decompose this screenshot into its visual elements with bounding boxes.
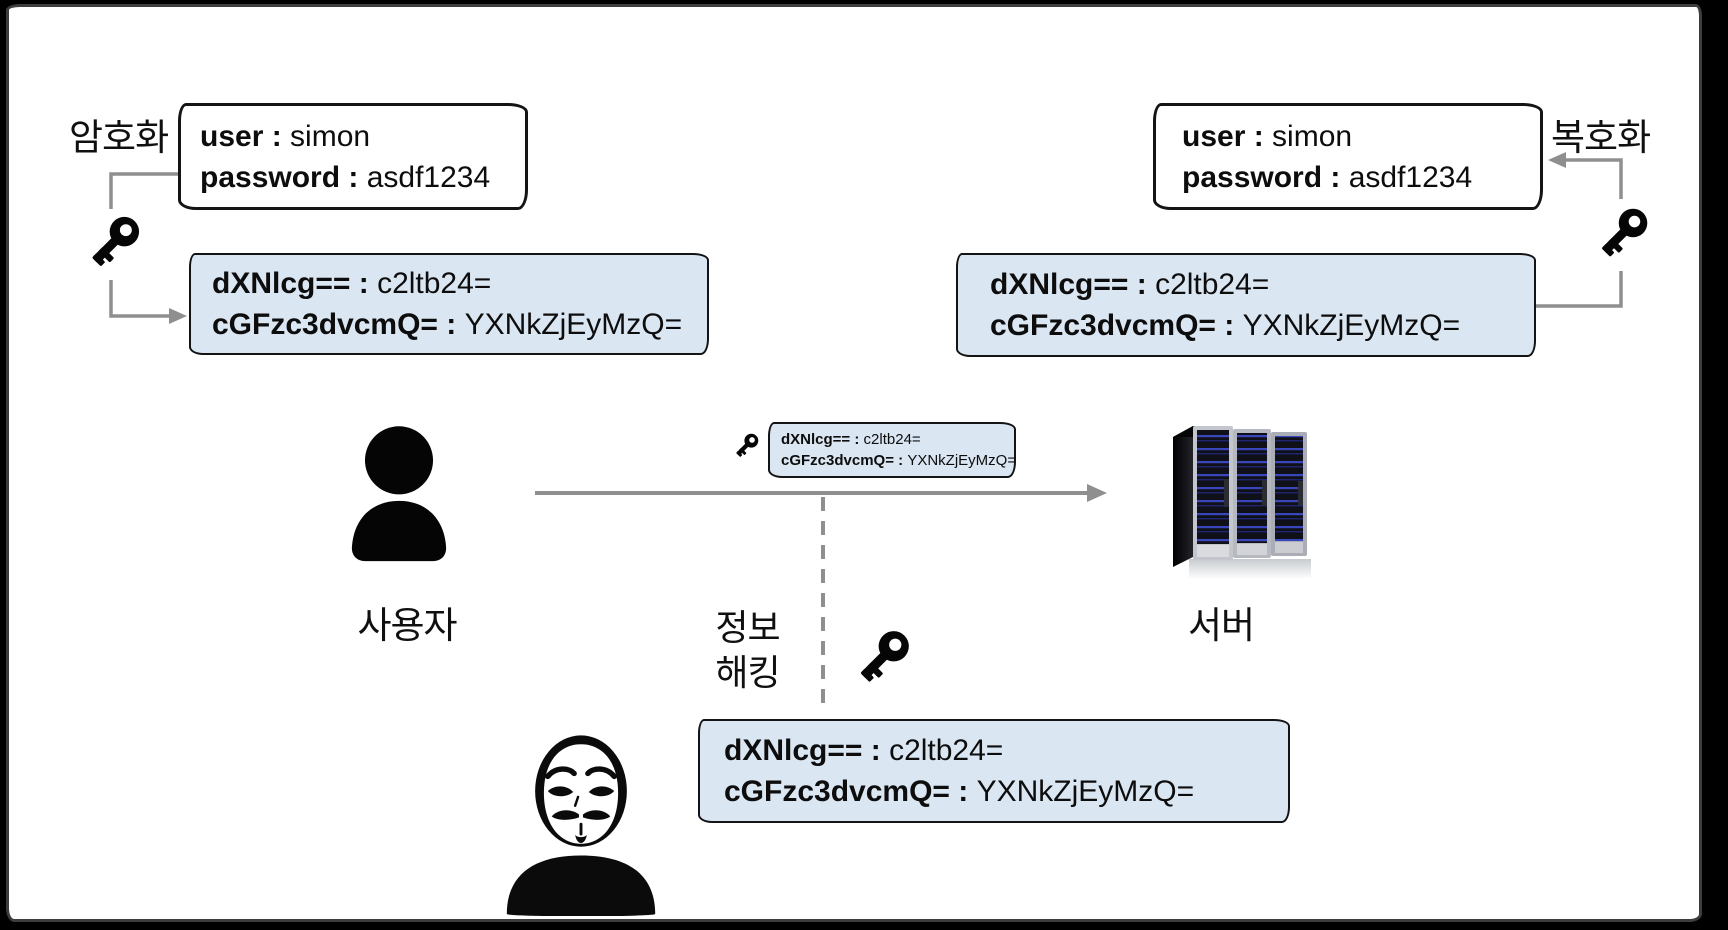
- encrypt-connector-line: [109, 280, 169, 318]
- credential-key: user: [1182, 120, 1246, 153]
- credential-value: simon: [290, 120, 371, 153]
- key-icon: [736, 433, 759, 457]
- hacked-message-box: dXNlcg== : c2ltb24= cGFzc3dvcmQ= : YXNkZ…: [698, 719, 1290, 823]
- credential-value: c2ltb24=: [889, 734, 1004, 767]
- credential-key: cGFzc3dvcmQ=: [781, 452, 894, 469]
- credential-row: password : asdf1234: [200, 161, 491, 194]
- hack-label: 정보 해킹: [685, 605, 810, 695]
- decrypt-connector-line: [1562, 158, 1623, 199]
- credential-row: cGFzc3dvcmQ= : YXNkZjEyMzQ=: [990, 309, 1461, 342]
- credential-key: password: [1182, 161, 1323, 194]
- credential-row: user : simon: [1182, 120, 1353, 153]
- key-icon: [860, 631, 909, 682]
- hack-label-line2: 해킹: [715, 652, 780, 693]
- credential-value: asdf1234: [366, 161, 491, 194]
- credential-key: cGFzc3dvcmQ=: [212, 308, 438, 341]
- anonymous-mask-icon: [506, 735, 656, 916]
- decrypt-label: 복호화: [1551, 117, 1651, 158]
- transmitted-message-box: dXNlcg== : c2ltb24= cGFzc3dvcmQ= : YXNkZ…: [768, 422, 1016, 478]
- credential-value: YXNkZjEyMzQ=: [1242, 309, 1461, 342]
- encrypt-connector-line: [109, 172, 189, 209]
- credential-value: simon: [1272, 120, 1353, 153]
- hack-label-line1: 정보: [715, 607, 780, 648]
- credential-key: dXNlcg==: [781, 431, 851, 448]
- credential-value: c2ltb24=: [863, 431, 921, 448]
- encrypt-arrowhead: [169, 308, 187, 324]
- credential-value: YXNkZjEyMzQ=: [464, 308, 683, 341]
- encrypted-credentials-box-left: dXNlcg== : c2ltb24= cGFzc3dvcmQ= : YXNkZ…: [189, 253, 709, 355]
- sketch-frame: 암호화 user : simon password : asdf1234 dXN…: [6, 4, 1702, 922]
- plaintext-credentials-box-right: user : simon password : asdf1234: [1153, 103, 1543, 210]
- credential-row: cGFzc3dvcmQ= : YXNkZjEyMzQ=: [781, 452, 1017, 469]
- credential-row: dXNlcg== : c2ltb24=: [990, 268, 1270, 301]
- key-icon: [92, 216, 140, 266]
- credential-value: c2ltb24=: [377, 267, 492, 300]
- credential-key: dXNlcg==: [724, 734, 863, 767]
- credential-key: user: [200, 120, 264, 153]
- plaintext-credentials-box-left: user : simon password : asdf1234: [178, 103, 528, 210]
- credential-row: user : simon: [200, 120, 371, 153]
- credential-row: dXNlcg== : c2ltb24=: [781, 431, 921, 448]
- credential-key: dXNlcg==: [990, 268, 1129, 301]
- encrypt-label: 암호화: [69, 117, 169, 158]
- key-icon: [1602, 208, 1648, 257]
- credential-row: password : asdf1234: [1182, 161, 1473, 194]
- credential-row: cGFzc3dvcmQ= : YXNkZjEyMzQ=: [724, 775, 1195, 808]
- user-label: 사용자: [357, 605, 457, 646]
- credential-key: cGFzc3dvcmQ=: [724, 775, 950, 808]
- server-rack-icon: [1173, 426, 1311, 579]
- encrypted-credentials-box-right: dXNlcg== : c2ltb24= cGFzc3dvcmQ= : YXNkZ…: [956, 253, 1536, 357]
- credential-key: dXNlcg==: [212, 267, 351, 300]
- credential-value: asdf1234: [1348, 161, 1473, 194]
- credential-row: dXNlcg== : c2ltb24=: [724, 734, 1004, 767]
- credential-key: cGFzc3dvcmQ=: [990, 309, 1216, 342]
- credential-row: dXNlcg== : c2ltb24=: [212, 267, 492, 300]
- server-label: 서버: [1187, 605, 1255, 646]
- decrypt-arrowhead: [1548, 152, 1566, 168]
- transmission-arrowhead: [1087, 484, 1107, 502]
- credential-value: YXNkZjEyMzQ=: [976, 775, 1195, 808]
- credential-value: YXNkZjEyMzQ=: [907, 452, 1017, 469]
- credential-value: c2ltb24=: [1155, 268, 1270, 301]
- person-icon: [351, 426, 447, 562]
- credential-row: cGFzc3dvcmQ= : YXNkZjEyMzQ=: [212, 308, 683, 341]
- credential-key: password: [200, 161, 341, 194]
- decrypt-connector-line: [1536, 271, 1623, 308]
- connector-lines: [109, 152, 1623, 705]
